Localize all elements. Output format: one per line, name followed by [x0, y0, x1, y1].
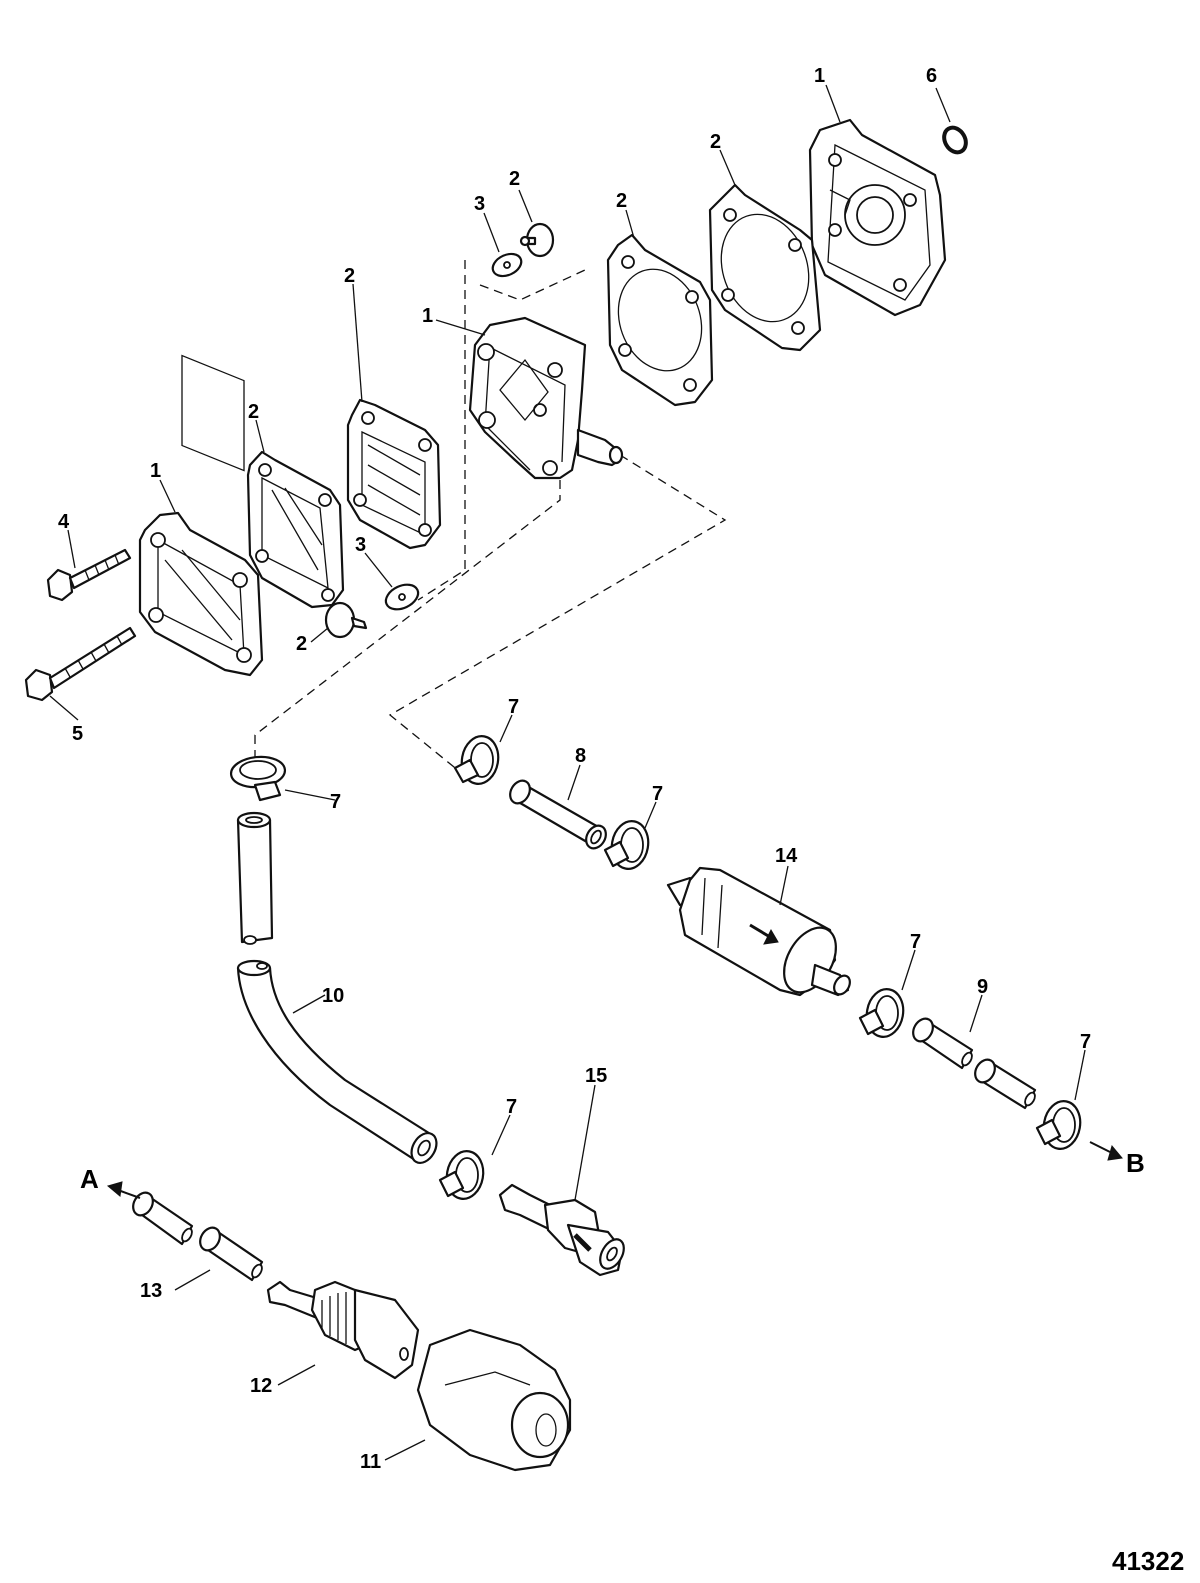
figure-number: 41322	[1112, 1546, 1184, 1576]
callout-2-gasket-left: 2	[248, 401, 259, 423]
flow-label-b: B	[1126, 1148, 1145, 1178]
hose-vertical	[236, 811, 274, 945]
fuel-fitting	[498, 1183, 625, 1277]
diaphragm-top	[606, 233, 714, 407]
pump-cover-top	[808, 118, 947, 317]
flow-label-a: A	[80, 1164, 99, 1194]
callout-14-filter: 14	[775, 845, 798, 867]
gasket-left	[246, 450, 345, 609]
pump-body	[468, 316, 624, 480]
callout-5-screw: 5	[72, 723, 83, 745]
callout-10-hose: 10	[322, 985, 344, 1007]
primer-bulb	[266, 1280, 420, 1380]
gasket-top	[708, 183, 822, 352]
callout-7-clamp-left: 7	[330, 791, 341, 813]
check-valve-low	[324, 601, 368, 639]
pump-cover-left	[138, 511, 264, 677]
callout-7-clamp-a: 7	[508, 696, 519, 718]
callout-6-o-ring: 6	[926, 65, 937, 87]
fuel-filter	[666, 866, 851, 997]
callout-13-hose: 13	[140, 1280, 162, 1302]
callout-7-clamp-b: 7	[652, 783, 663, 805]
callout-2-check-valve-top: 2	[509, 168, 520, 190]
fuel-hose-9	[912, 1017, 1037, 1110]
callout-2-check-valve-low: 2	[296, 633, 307, 655]
callout-1-cover-left: 1	[150, 460, 161, 482]
callout-1-pump-body: 1	[422, 305, 433, 327]
callout-3-washer-top: 3	[474, 193, 485, 215]
flow-arrow-a	[106, 1181, 141, 1199]
callout-2-diaphragm-middle: 2	[344, 265, 355, 287]
washer-top	[491, 252, 523, 278]
leader-lines	[49, 84, 1086, 1461]
callout-4-screw: 4	[58, 511, 70, 533]
callout-2-diaphragm-top: 2	[616, 190, 627, 212]
screw-long	[24, 626, 137, 702]
fuel-hose-10	[236, 959, 438, 1165]
callout-7-clamp-d: 7	[1080, 1031, 1091, 1053]
screw-short	[46, 548, 132, 602]
callout-9-hose: 9	[977, 976, 988, 998]
callout-7-clamp-c: 7	[910, 931, 921, 953]
callout-15-fitting: 15	[585, 1065, 607, 1087]
callout-3-washer-low: 3	[355, 534, 366, 556]
hose-clamp-d	[1035, 1100, 1082, 1150]
diaphragm-middle	[181, 354, 442, 550]
callout-1-cover-top: 1	[814, 65, 825, 87]
flow-arrow-b	[1089, 1141, 1123, 1161]
callout-7-clamp-e: 7	[506, 1096, 517, 1118]
hose-clamp-e	[438, 1150, 485, 1200]
fuel-hose-8	[509, 779, 607, 850]
callout-8-hose: 8	[575, 745, 586, 767]
o-ring	[942, 125, 968, 155]
hose-clamp-b	[603, 820, 650, 870]
check-valve-top	[519, 222, 555, 258]
bulb-cover	[416, 1328, 572, 1472]
callout-11-bulb-cover: 11	[360, 1451, 381, 1473]
hose-clamp-a	[453, 735, 500, 785]
washer-low	[384, 583, 420, 611]
fuel-hose-13	[132, 1191, 264, 1282]
assembly-lines	[254, 260, 727, 781]
callout-2-gasket-top: 2	[710, 131, 721, 153]
hose-clamp-c	[858, 988, 905, 1038]
callout-labels: 1 6 2 2 2 3 1 2 2 1 4 5 3 2 7 7 8 7 14 7…	[58, 65, 1184, 1576]
callout-12-primer-bulb: 12	[250, 1375, 272, 1397]
hose-clamp-left	[229, 755, 287, 802]
